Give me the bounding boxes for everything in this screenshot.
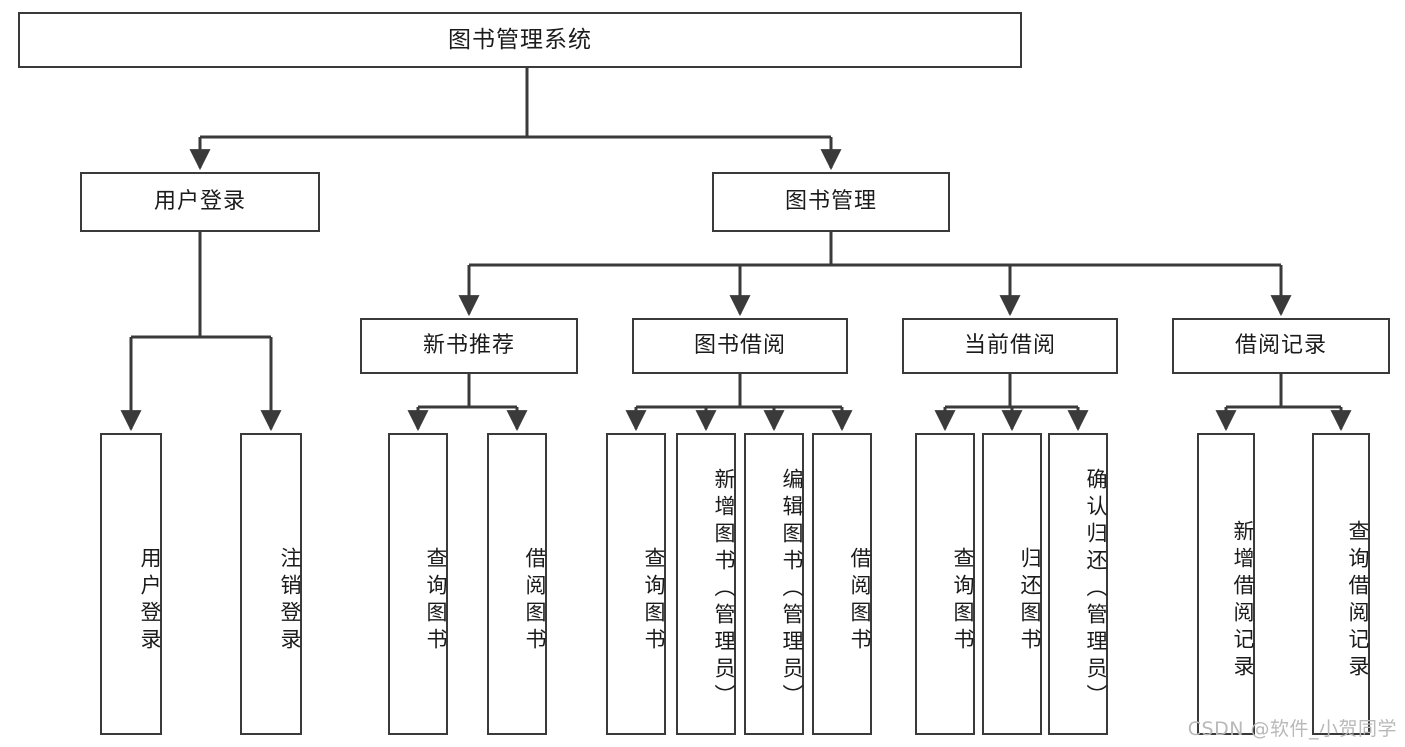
node-book-management[interactable]: 图书管理 [712,172,950,232]
node-book-borrow[interactable]: 图书借阅 [632,318,848,374]
leaf-add-book-admin[interactable]: 新增图书（管理员） [676,433,736,735]
leaf-user-login[interactable]: 用户登录 [100,433,162,735]
leaf-edit-book-admin[interactable]: 编辑图书（管理员） [744,433,804,735]
node-current-borrow[interactable]: 当前借阅 [902,318,1118,374]
node-current-borrow-label: 当前借阅 [963,333,1056,359]
leaf-query-book-current[interactable]: 查询图书 [915,433,975,735]
leaf-add-borrow-record[interactable]: 新增借阅记录 [1197,433,1255,735]
leaf-query-borrow-record[interactable]: 查询借阅记录 [1312,433,1370,735]
node-new-book-recommend-label: 新书推荐 [422,333,515,359]
node-book-borrow-label: 图书借阅 [693,333,786,359]
node-user-login-label: 用户登录 [153,189,246,215]
leaf-query-book[interactable]: 查询图书 [606,433,666,735]
node-new-book-recommend[interactable]: 新书推荐 [360,318,578,374]
leaf-return-book[interactable]: 归还图书 [982,433,1042,735]
csdn-watermark: CSDN @软件_小贺同学 [1187,718,1397,740]
leaf-confirm-return-admin[interactable]: 确认归还（管理员） [1048,433,1108,735]
leaf-borrow-book-recommend[interactable]: 借阅图书 [487,433,547,735]
node-borrow-record-label: 借阅记录 [1234,333,1327,359]
leaf-query-book-recommend[interactable]: 查询图书 [388,433,448,735]
node-root-label: 图书管理系统 [448,26,592,53]
node-book-management-label: 图书管理 [784,189,877,215]
node-root[interactable]: 图书管理系统 [18,12,1022,68]
leaf-borrow-book[interactable]: 借阅图书 [812,433,872,735]
node-user-login[interactable]: 用户登录 [80,172,320,232]
node-borrow-record[interactable]: 借阅记录 [1172,318,1390,374]
leaf-logout[interactable]: 注销登录 [240,433,302,735]
